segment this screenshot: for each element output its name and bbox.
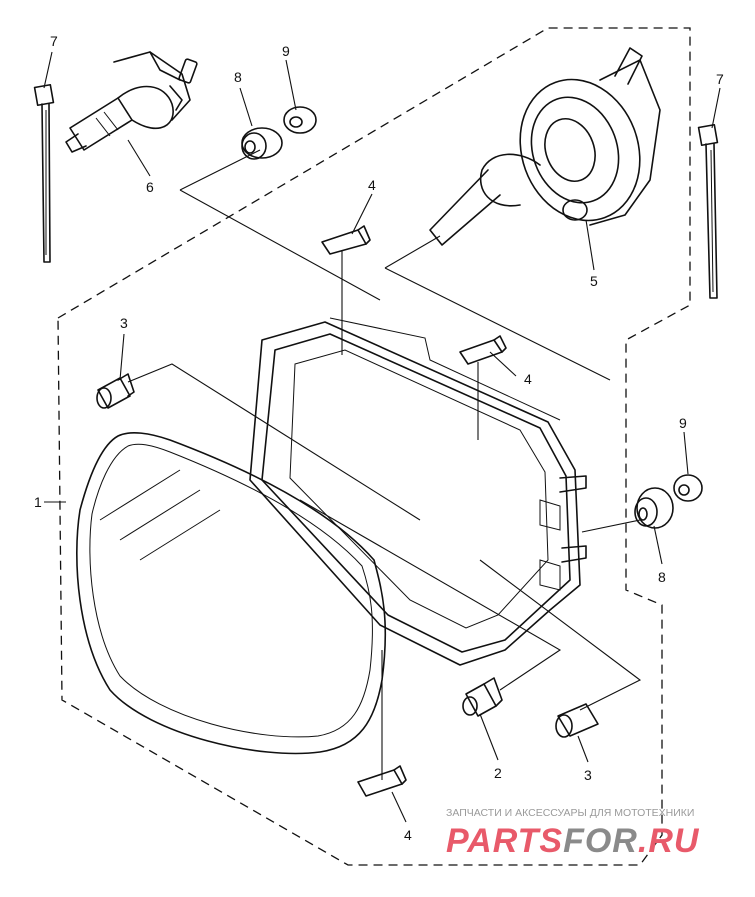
- parking-bulb-bottom: [555, 703, 599, 738]
- grommet-top: [241, 127, 283, 160]
- callout-labels: 7 9 8 6 7 5 4 4 3 1 9 8 2 3 4: [34, 33, 724, 843]
- bulb-holder: [462, 677, 503, 717]
- grommet-right: [634, 487, 674, 529]
- callout-5: 5: [590, 273, 598, 289]
- callout-8-top: 8: [234, 69, 242, 85]
- callout-8-right: 8: [658, 569, 666, 585]
- watermark-brand-for: FOR: [563, 822, 638, 860]
- clip-mid: [459, 335, 507, 365]
- cable-tie-right: [697, 123, 719, 299]
- cable-tie-left: [33, 83, 55, 263]
- bulb-h4: [65, 51, 198, 153]
- leader-lines: [43, 51, 721, 823]
- callout-4-top: 4: [368, 177, 376, 193]
- headlight-housing: [249, 317, 587, 666]
- clip-top: [321, 225, 371, 255]
- callout-7-left: 7: [50, 33, 58, 49]
- bulb-socket-assembly: [429, 47, 661, 246]
- parking-bulb-left: [96, 373, 135, 409]
- callout-2: 2: [494, 765, 502, 781]
- nut-top: [283, 106, 317, 134]
- callout-9-top: 9: [282, 43, 290, 59]
- callout-3-left: 3: [120, 315, 128, 331]
- callout-3-bottom: 3: [584, 767, 592, 783]
- watermark-tagline: ЗАПЧАСТИ И АКСЕССУАРЫ ДЛЯ МОТОТЕХНИКИ: [446, 807, 694, 819]
- callout-7-right: 7: [716, 71, 724, 87]
- callout-9-right: 9: [679, 415, 687, 431]
- watermark-brand: PARTSFOR.RU: [446, 822, 700, 860]
- watermark-brand-parts: PARTS: [446, 822, 563, 860]
- callout-4-bottom: 4: [404, 827, 412, 843]
- callout-1: 1: [34, 494, 42, 510]
- headlight-lens: [76, 431, 387, 755]
- nut-right: [673, 474, 703, 502]
- watermark-brand-ru: .RU: [638, 822, 700, 860]
- callout-6: 6: [146, 179, 154, 195]
- watermark: ЗАПЧАСТИ И АКСЕССУАРЫ ДЛЯ МОТОТЕХНИКИ PA…: [446, 807, 700, 860]
- callout-4-mid: 4: [524, 371, 532, 387]
